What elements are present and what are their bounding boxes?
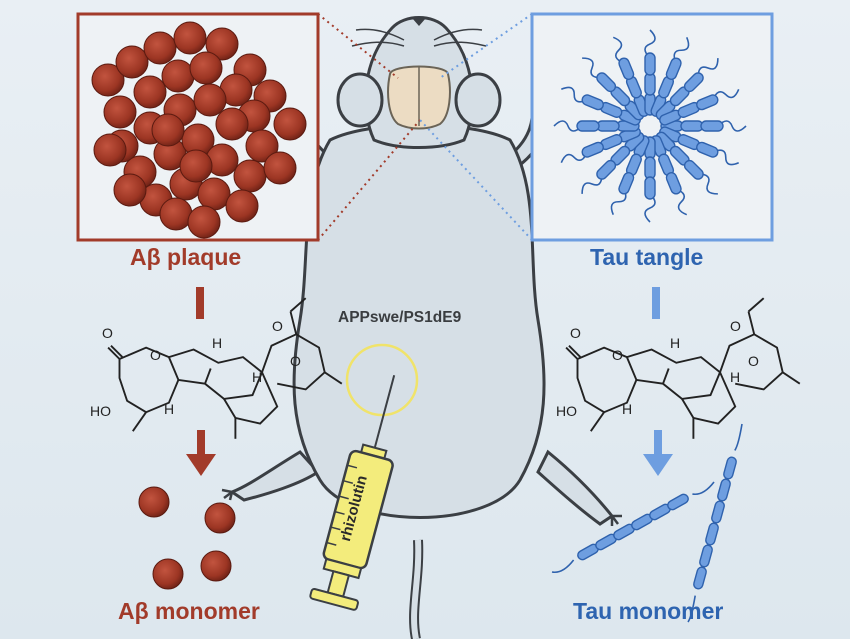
abeta-bar bbox=[196, 287, 204, 319]
atom-o-left-3: O bbox=[272, 318, 283, 334]
tau-rod bbox=[683, 159, 704, 180]
tau-rod bbox=[644, 156, 656, 180]
abeta-monomers bbox=[138, 486, 236, 590]
tau-rod bbox=[596, 72, 617, 93]
abeta-sphere bbox=[197, 177, 231, 211]
abeta-monomer-label: Aβ monomer bbox=[118, 598, 260, 624]
tau-monomer-rod bbox=[667, 493, 689, 511]
abeta-sphere bbox=[233, 159, 267, 193]
mouse-body bbox=[292, 123, 546, 519]
abeta-sphere bbox=[133, 75, 167, 109]
mouse-hind-leg-left bbox=[228, 450, 321, 502]
abeta-sphere bbox=[91, 63, 125, 97]
atom-h-right-2: H bbox=[730, 369, 740, 385]
abeta-sphere bbox=[189, 51, 223, 85]
tau-monomer-label: Tau monomer bbox=[573, 598, 724, 624]
tau-rod bbox=[644, 52, 656, 76]
tau-monomer-rod bbox=[699, 544, 713, 568]
tau-rod bbox=[581, 94, 604, 111]
tau-rod bbox=[680, 120, 704, 132]
abeta-sphere bbox=[159, 197, 193, 231]
tau-monomer-rod bbox=[711, 500, 725, 524]
tau-rod bbox=[576, 120, 600, 132]
abeta-sphere bbox=[143, 31, 177, 65]
tau-rod bbox=[644, 72, 656, 96]
tau-rod bbox=[596, 159, 617, 180]
abeta-sphere bbox=[245, 129, 279, 163]
atom-h-left-3: H bbox=[164, 401, 174, 417]
tau-rod bbox=[683, 72, 704, 93]
abeta-sphere bbox=[115, 45, 149, 79]
atom-o-left-4: O bbox=[290, 353, 301, 369]
tau-rod bbox=[696, 94, 719, 111]
tau-tangle-cluster bbox=[553, 29, 747, 223]
abeta-sphere bbox=[113, 173, 147, 207]
abeta-sphere bbox=[179, 149, 213, 183]
atom-o-right-3: O bbox=[730, 318, 741, 334]
tau-bar bbox=[652, 287, 660, 319]
tau-rod bbox=[665, 172, 682, 195]
tau-monomer-rod bbox=[693, 566, 707, 590]
tau-monomer-rod bbox=[723, 456, 737, 480]
tau-monomer-rod bbox=[705, 522, 719, 546]
syringe-icon: rhizolutin bbox=[309, 375, 396, 611]
tau-rod bbox=[618, 172, 635, 195]
mouse-illustration bbox=[221, 16, 622, 639]
arrow-down-icon-left bbox=[186, 430, 216, 476]
mouse-ear-left bbox=[336, 72, 384, 128]
abeta-sphere bbox=[187, 205, 221, 239]
atom-o-left-2: O bbox=[150, 347, 161, 363]
abeta-sphere bbox=[215, 107, 249, 141]
atom-ho-right: HO bbox=[556, 403, 577, 419]
abeta-sphere bbox=[193, 83, 227, 117]
atom-o-right-4: O bbox=[748, 353, 759, 369]
atom-o-right-2: O bbox=[612, 347, 623, 363]
tau-tangle-panel bbox=[530, 12, 774, 242]
atom-h-right-3: H bbox=[622, 401, 632, 417]
tau-rod bbox=[665, 57, 682, 80]
tau-monomers bbox=[551, 423, 743, 623]
atom-o-left-1: O bbox=[102, 325, 113, 341]
tau-rod bbox=[700, 120, 724, 132]
atom-h-left-2: H bbox=[252, 369, 262, 385]
abeta-sphere bbox=[151, 113, 185, 147]
abeta-plaque-cluster bbox=[91, 21, 307, 239]
abeta-sphere bbox=[103, 95, 137, 129]
mouse-hind-leg-right bbox=[536, 449, 615, 526]
tau-rod bbox=[696, 141, 719, 158]
abeta-sphere bbox=[161, 59, 195, 93]
tau-monomer-rod bbox=[717, 478, 731, 502]
tau-rod bbox=[581, 141, 604, 158]
arrow-down-icon-right bbox=[643, 430, 673, 476]
abeta-plaque-panel bbox=[76, 12, 320, 242]
abeta-sphere bbox=[173, 21, 207, 55]
tau-rod bbox=[618, 57, 635, 80]
abeta-sphere bbox=[93, 133, 127, 167]
rhizolutin-structure-right bbox=[565, 297, 801, 440]
atom-h-left-1: H bbox=[212, 335, 222, 351]
atom-h-right-1: H bbox=[670, 335, 680, 351]
mouse-ear-right bbox=[454, 72, 502, 128]
tau-rod bbox=[644, 176, 656, 200]
abeta-sphere bbox=[273, 107, 307, 141]
abeta-sphere bbox=[263, 151, 297, 185]
abeta-sphere bbox=[205, 27, 239, 61]
abeta-plaque-label: Aβ plaque bbox=[130, 244, 242, 270]
atom-ho-left: HO bbox=[90, 403, 111, 419]
mouse-model-label: APPswe/PS1dE9 bbox=[338, 309, 462, 326]
injection-site-circle bbox=[345, 343, 419, 417]
tau-tangle-label: Tau tangle bbox=[590, 244, 704, 270]
tau-rod bbox=[596, 120, 620, 132]
abeta-sphere bbox=[225, 189, 259, 223]
atom-o-right-1: O bbox=[570, 325, 581, 341]
